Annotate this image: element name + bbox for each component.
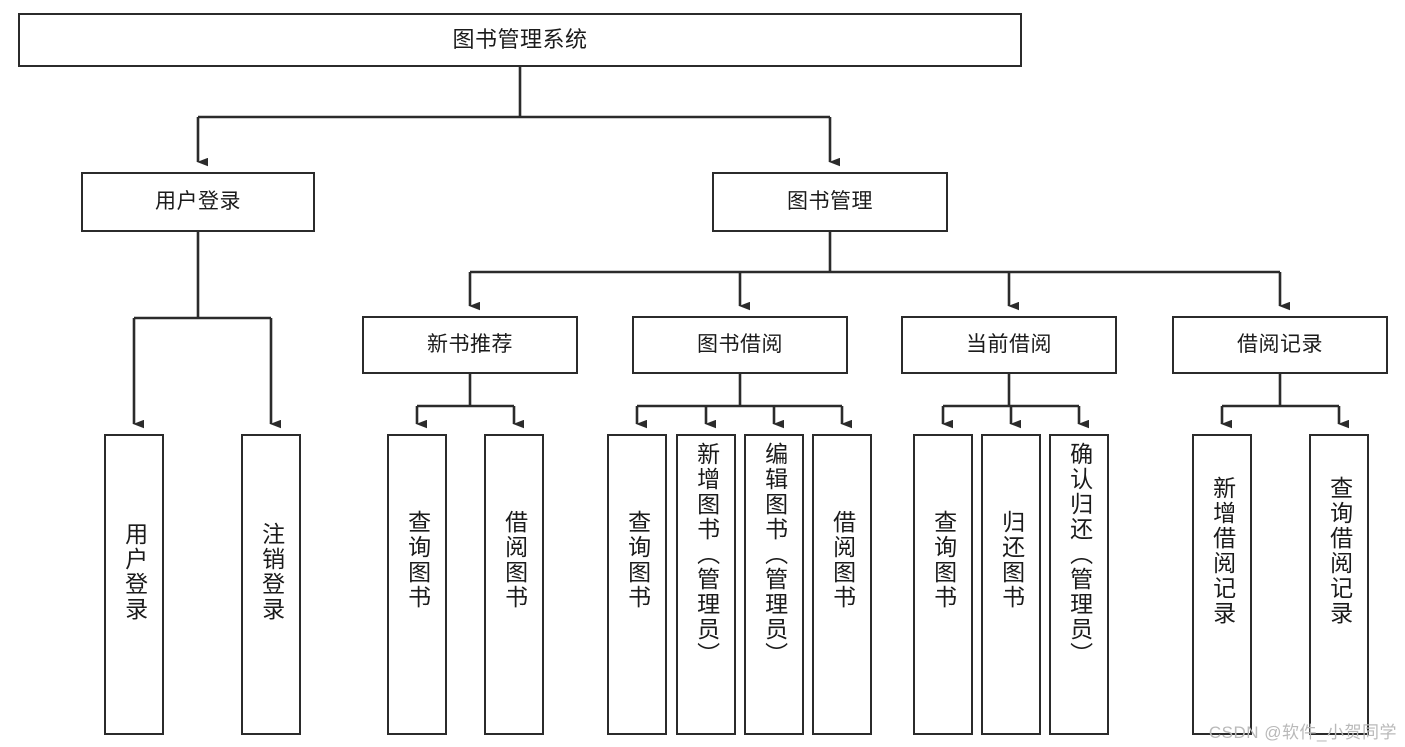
node-book-borrow-label: 图书借阅 xyxy=(697,333,783,357)
node-leaf-logout-login[interactable]: 注销登录 xyxy=(241,434,301,735)
node-borrow-record[interactable]: 借阅记录 xyxy=(1172,316,1388,374)
node-leaf-edit-book-admin[interactable]: 编辑图书（管理员） xyxy=(744,434,804,735)
node-leaf-confirm-return-admin[interactable]: 确认归还（管理员） xyxy=(1049,434,1109,735)
node-current-borrow-label: 当前借阅 xyxy=(966,333,1052,357)
node-leaf-confirm-return-admin-label: 确认归还（管理员） xyxy=(1066,442,1093,667)
node-book-manage-label: 图书管理 xyxy=(787,190,873,214)
node-root-label: 图书管理系统 xyxy=(452,26,588,52)
node-leaf-return-book-label: 归还图书 xyxy=(998,510,1025,610)
node-leaf-add-borrow-record[interactable]: 新增借阅记录 xyxy=(1192,434,1252,735)
node-leaf-edit-book-admin-label: 编辑图书（管理员） xyxy=(761,442,788,667)
node-new-book-recommend[interactable]: 新书推荐 xyxy=(362,316,578,374)
node-leaf-borrow-book-1-label: 借阅图书 xyxy=(501,510,528,610)
node-leaf-borrow-book-2-label: 借阅图书 xyxy=(829,510,856,610)
node-leaf-add-book-admin-label: 新增图书（管理员） xyxy=(693,442,720,667)
node-current-borrow[interactable]: 当前借阅 xyxy=(901,316,1117,374)
node-book-manage[interactable]: 图书管理 xyxy=(712,172,948,232)
node-leaf-add-book-admin[interactable]: 新增图书（管理员） xyxy=(676,434,736,735)
node-root[interactable]: 图书管理系统 xyxy=(18,13,1022,67)
node-book-borrow[interactable]: 图书借阅 xyxy=(632,316,848,374)
node-leaf-borrow-book-1[interactable]: 借阅图书 xyxy=(484,434,544,735)
node-user-login[interactable]: 用户登录 xyxy=(81,172,315,232)
watermark-text: CSDN @软件_小贺同学 xyxy=(1208,723,1397,742)
node-leaf-user-login-label: 用户登录 xyxy=(121,522,148,622)
node-new-book-recommend-label: 新书推荐 xyxy=(427,333,513,357)
node-leaf-add-borrow-record-label: 新增借阅记录 xyxy=(1209,476,1236,626)
node-borrow-record-label: 借阅记录 xyxy=(1237,333,1323,357)
node-leaf-borrow-book-2[interactable]: 借阅图书 xyxy=(812,434,872,735)
node-leaf-query-book-1[interactable]: 查询图书 xyxy=(387,434,447,735)
node-leaf-return-book[interactable]: 归还图书 xyxy=(981,434,1041,735)
node-leaf-query-book-1-label: 查询图书 xyxy=(404,510,431,610)
node-user-login-label: 用户登录 xyxy=(155,190,241,214)
node-leaf-user-login[interactable]: 用户登录 xyxy=(104,434,164,735)
node-leaf-query-book-3-label: 查询图书 xyxy=(930,510,957,610)
node-leaf-query-book-2[interactable]: 查询图书 xyxy=(607,434,667,735)
node-leaf-logout-login-label: 注销登录 xyxy=(258,522,285,622)
node-leaf-query-book-2-label: 查询图书 xyxy=(624,510,651,610)
node-leaf-query-borrow-record-label: 查询借阅记录 xyxy=(1326,476,1353,626)
node-leaf-query-borrow-record[interactable]: 查询借阅记录 xyxy=(1309,434,1369,735)
node-leaf-query-book-3[interactable]: 查询图书 xyxy=(913,434,973,735)
